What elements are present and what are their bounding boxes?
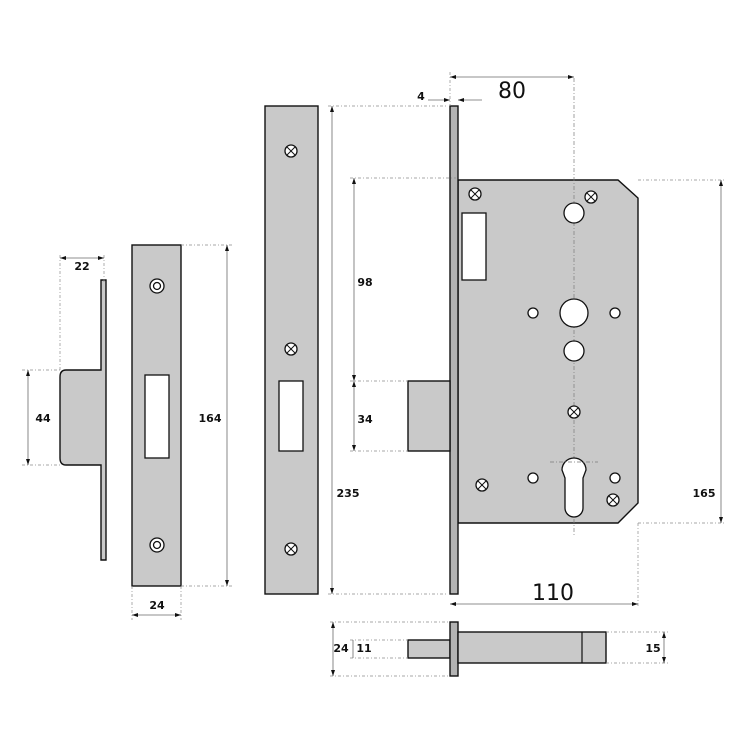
- bolt-case-plan: [457, 631, 607, 664]
- arrow-head: [662, 657, 666, 663]
- arrow-head: [330, 588, 334, 594]
- forend-screw-top: [284, 144, 298, 158]
- forend-latch-opening: [278, 380, 304, 452]
- arrow-head: [331, 622, 335, 628]
- arrow-head: [225, 580, 229, 586]
- dimension-label-44: 44: [35, 412, 51, 425]
- case-screw: [475, 478, 489, 492]
- dimension-label-80: 80: [498, 79, 526, 104]
- dimension-label-24-bolt: 24: [333, 642, 349, 655]
- arrow-head: [444, 98, 450, 102]
- dimension-label-24-keeper: 24: [149, 599, 165, 612]
- arrow-head: [719, 180, 723, 186]
- fixing-hole-right: [609, 307, 621, 319]
- euro-cylinder-hole: [561, 457, 587, 518]
- arrow-head: [60, 256, 66, 260]
- forend-screw-bottom: [284, 542, 298, 556]
- latch-bolt: [407, 380, 451, 452]
- case-screw: [606, 493, 620, 507]
- lock-body-side: 235 98 34 4 80 165: [328, 72, 726, 608]
- arrow-head: [450, 602, 456, 606]
- dimension-label-98: 98: [357, 276, 372, 289]
- arrow-head: [225, 245, 229, 251]
- arrow-head: [26, 459, 30, 465]
- screw-countersink: [152, 281, 162, 291]
- arrow-head: [632, 602, 638, 606]
- arrow-head: [719, 517, 723, 523]
- arrow-head: [352, 445, 356, 451]
- arrow-head: [352, 375, 356, 381]
- strike-plate-profile: 22 44: [22, 255, 107, 561]
- faceplate-edge: [449, 105, 459, 595]
- keeper-latch-slot: [144, 374, 170, 459]
- case-screw: [468, 187, 482, 201]
- arrow-head: [330, 106, 334, 112]
- case-screw: [584, 190, 598, 204]
- follower-hub: [559, 298, 589, 328]
- dimension-label-164: 164: [199, 412, 222, 425]
- bolt-plan-view: 24 11 15: [330, 621, 668, 677]
- lower-spindle-hole: [563, 340, 585, 362]
- arrow-head: [568, 75, 574, 79]
- bolt-latch-plan: [407, 639, 451, 659]
- case-screw: [567, 405, 581, 419]
- arrow-head: [450, 75, 456, 79]
- arrow-head: [98, 256, 104, 260]
- forend-front: [264, 105, 319, 595]
- arrow-head: [458, 98, 464, 102]
- arrow-head: [132, 613, 138, 617]
- arrow-head: [26, 370, 30, 376]
- dimension-label-165: 165: [693, 487, 716, 500]
- dimension-label-4: 4: [417, 90, 425, 103]
- fixing-hole-left-lower: [527, 472, 539, 484]
- forend-screw-middle: [284, 342, 298, 356]
- dimension-label-15: 15: [645, 642, 660, 655]
- fixing-hole-left: [527, 307, 539, 319]
- dimension-label-110: 110: [532, 581, 574, 606]
- dimension-label-235: 235: [337, 487, 360, 500]
- arrow-head: [662, 632, 666, 638]
- fixing-hole-right-lower: [609, 472, 621, 484]
- strike-keeper-front: 24 164: [131, 244, 232, 620]
- dimension-label-34: 34: [357, 413, 373, 426]
- arrow-head: [352, 381, 356, 387]
- upper-spindle-hole: [563, 202, 585, 224]
- strike-plate-body: [59, 279, 107, 561]
- arrow-head: [331, 670, 335, 676]
- dimension-label-22: 22: [74, 260, 89, 273]
- screw-countersink: [152, 540, 162, 550]
- dimension-label-11: 11: [356, 642, 371, 655]
- arrow-head: [352, 178, 356, 184]
- bolt-faceplate-plan: [449, 621, 459, 677]
- arrow-head: [175, 613, 181, 617]
- deadbolt-window: [461, 212, 487, 281]
